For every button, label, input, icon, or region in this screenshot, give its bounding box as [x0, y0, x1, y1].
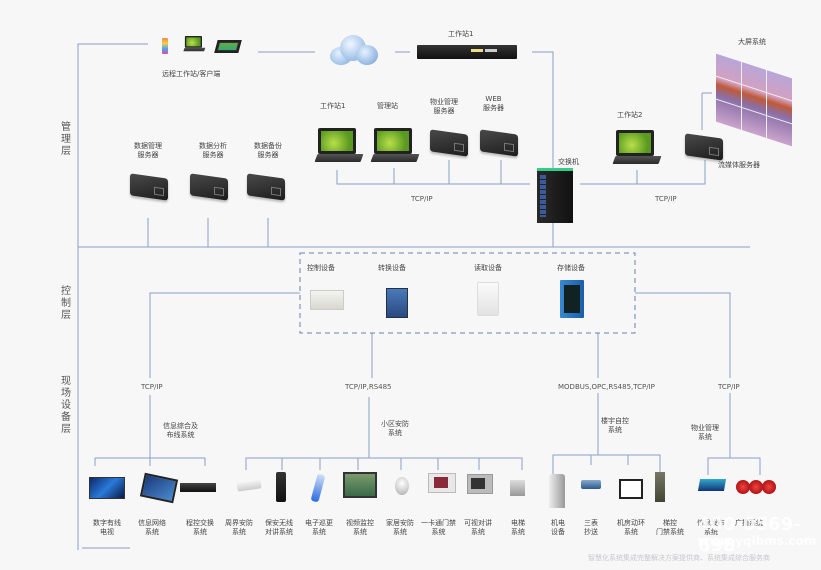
controller-icon [310, 290, 344, 310]
field-device-label: 信息网络 系统 [138, 519, 166, 536]
protocol-label: TCP/IP,RS485 [345, 383, 392, 391]
tablet-icon [214, 40, 242, 53]
field-device-label: 机电 设备 [551, 519, 565, 536]
tcp-label-right: TCP/IP [655, 195, 677, 203]
storage-icon [560, 280, 584, 318]
group-label: 信息综合及 布线系统 [163, 422, 198, 439]
mechanical-equipment-icon [549, 474, 565, 508]
field-device-label: 一卡通门禁 系统 [421, 519, 456, 536]
video-intercom-icon [467, 474, 493, 494]
tcp-bus-right [580, 160, 706, 185]
speaker-icon [736, 480, 776, 494]
workstation-top-label: 工作站1 [448, 30, 474, 38]
control-device-label: 存储设备 [557, 264, 585, 272]
group-label: 楼宇自控 系统 [601, 417, 629, 434]
server-label: 数据分析 服务器 [199, 142, 227, 159]
elevator-access-icon [655, 472, 665, 502]
field-device-label: 保安无线 对讲系统 [265, 519, 293, 536]
left-spine-line [77, 43, 148, 550]
control-device-label: 转换设备 [378, 264, 406, 272]
control-to-field-left [149, 292, 300, 378]
field-device-label: 可视对讲 系统 [464, 519, 492, 536]
rack-workstation-icon [417, 45, 517, 59]
field-bus-security [245, 457, 523, 470]
elevator-icon [510, 480, 525, 496]
top-line-ws-switch [532, 51, 554, 168]
watermark-phone: 400-0569-698 [698, 514, 801, 556]
cloud-icon [330, 35, 380, 67]
meter-icon [581, 480, 601, 489]
converter-icon [386, 288, 408, 318]
tcp-label-left: TCP/IP [411, 195, 433, 203]
control-device-label: 读取设备 [474, 264, 502, 272]
field-device-label: 电子巡更 系统 [305, 519, 333, 536]
protocol-label: MODBUS,OPC,RS485,TCP/IP [558, 383, 655, 391]
server-label: 数据管理 服务器 [134, 142, 162, 159]
tcp-bus-left [336, 170, 530, 185]
field-device-label: 程控交换 系统 [186, 519, 214, 536]
host-label: 工作站1 [320, 102, 346, 110]
field-device-label: 三表 抄送 [584, 519, 598, 536]
field-device-label: 周界安防 系统 [225, 519, 253, 536]
cctv-monitor-icon [343, 472, 377, 498]
big-screen-label: 大屏系统 [738, 38, 766, 46]
field-device-label: 机房动环 系统 [617, 519, 645, 536]
workstation2-label: 工作站2 [617, 111, 643, 119]
access-control-icon [428, 473, 456, 493]
phone-icon [162, 38, 168, 54]
protocol-label: TCP/IP [718, 383, 740, 391]
pbx-icon [180, 483, 216, 492]
watermark-site: www.yqibms.com [698, 534, 817, 548]
host-label: 管理站 [377, 102, 398, 110]
reader-icon [477, 282, 499, 316]
watermark-slogan: 智慧化系统集成完整解决方案提供商、系统集成综合服务商 [588, 554, 770, 562]
field-device-label: 信息发布 系统 [697, 519, 725, 536]
host-label: 物业管理 服务器 [430, 98, 458, 115]
group-label: 小区安防 系统 [381, 420, 409, 437]
field-device-label: 梯控 门禁系统 [656, 519, 684, 536]
environment-monitor-icon [619, 479, 643, 499]
field-device-label: 数字有线 电视 [93, 519, 121, 536]
media-server-label: 流媒体服务器 [718, 161, 760, 169]
field-device-label: 视频监控 系统 [346, 519, 374, 536]
field-bus-property [707, 457, 761, 475]
dome-camera-icon [395, 477, 409, 495]
field-device-label: 广播系统 [735, 519, 763, 527]
switch-label: 交换机 [558, 158, 579, 166]
switch-icon [537, 168, 573, 223]
walkie-talkie-icon [276, 472, 286, 502]
group-label: 物业管理 系统 [691, 424, 719, 441]
control-device-label: 控制设备 [307, 264, 335, 272]
protocol-label: TCP/IP [141, 383, 163, 391]
control-to-field-right [635, 292, 731, 378]
info-kiosk-icon [697, 479, 727, 491]
tv-icon [89, 477, 125, 499]
layer-label-field: 现场设备层 [61, 376, 71, 435]
layer-label-control: 控制层 [61, 286, 71, 321]
host-label: WEB 服务器 [483, 95, 504, 112]
server-label: 数据备份 服务器 [254, 142, 282, 159]
layer-label-management: 管理层 [61, 122, 71, 157]
field-device-label: 家居安防 系统 [386, 519, 414, 536]
remote-clients-label: 远程工作站/客户端 [162, 70, 221, 78]
field-device-label: 电梯 系统 [511, 519, 525, 536]
field-bus-bas [552, 454, 661, 475]
